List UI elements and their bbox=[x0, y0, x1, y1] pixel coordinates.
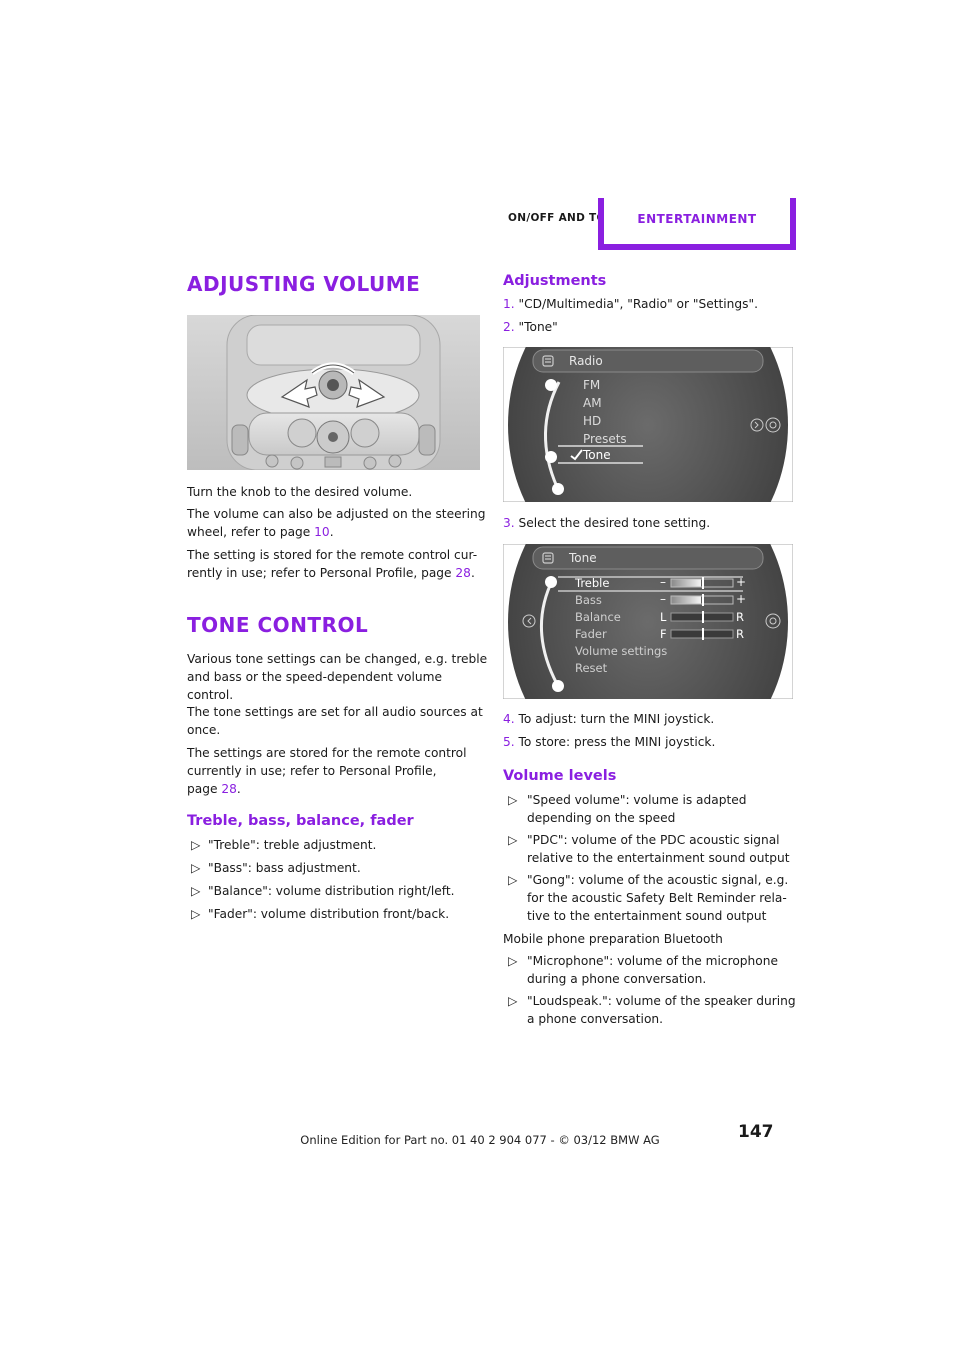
text-steering-line1: The volume can also be adjusted on the s… bbox=[187, 507, 486, 521]
text-settings-line1: The settings are stored for the remote c… bbox=[187, 746, 467, 760]
radio-menu-icon bbox=[542, 355, 554, 367]
tone-title: Tone bbox=[569, 551, 597, 565]
link-page-28[interactable]: 28 bbox=[455, 566, 471, 580]
tone-item-fader[interactable]: Fader bbox=[575, 627, 607, 641]
radio-title: Radio bbox=[569, 354, 603, 368]
header-section-label: On/Off and tone bbox=[508, 212, 623, 224]
step-4: 4. To adjust: turn the MINI joystick. bbox=[503, 712, 715, 726]
text-turn-knob: Turn the knob to the desired volume. bbox=[187, 485, 413, 499]
tone-item-balance[interactable]: Balance bbox=[575, 610, 621, 624]
heading-volume-levels: Volume levels bbox=[503, 768, 617, 784]
text-various-line2: and bass or the speed-dependent volume bbox=[187, 670, 442, 684]
text-stored-line2: rently in use; refer to Personal Profile… bbox=[187, 566, 475, 580]
step-3: 3. Select the desired tone setting. bbox=[503, 516, 711, 530]
list-item-gong: ▷"Gong": volume of the acoustic signal, … bbox=[508, 873, 789, 923]
text-mobile-phone: Mobile phone preparation Bluetooth bbox=[503, 932, 723, 946]
text-stored-line2-body: rently in use; refer to Personal Profile… bbox=[187, 566, 456, 580]
step-5: 5. To store: press the MINI joystick. bbox=[503, 735, 716, 749]
heading-tone-control: Tone control bbox=[187, 613, 369, 637]
radio-item-hd[interactable]: HD bbox=[583, 414, 602, 428]
list-item-loudspeaker: ▷"Loudspeak.": volume of the speaker dur… bbox=[508, 994, 796, 1026]
text-settings-line3-body: page bbox=[187, 782, 222, 796]
link-page-10[interactable]: 10 bbox=[314, 525, 330, 539]
header-chapter-label: Entertainment bbox=[637, 212, 757, 226]
text-steering-line2: wheel, refer to page 10. bbox=[187, 525, 334, 539]
list-item-pdc: ▷"PDC": volume of the PDC acoustic signa… bbox=[508, 833, 790, 865]
bass-plus[interactable]: + bbox=[736, 592, 747, 606]
treble-plus[interactable]: + bbox=[736, 575, 747, 589]
screen-tone-menu: Tone Treble Bass Balance Fader Volume se… bbox=[502, 462, 794, 782]
fader-rear-label: R bbox=[736, 627, 744, 641]
radio-item-tone[interactable]: Tone bbox=[583, 448, 611, 462]
text-various-line1: Various tone settings can be changed, e.… bbox=[187, 652, 488, 666]
heading-adjusting-volume: Adjusting volume bbox=[187, 272, 421, 296]
step-1: 1. "CD/Multimedia", "Radio" or "Settings… bbox=[503, 297, 758, 311]
balance-right-label: R bbox=[736, 610, 744, 624]
text-various-line3: control. bbox=[187, 688, 234, 702]
treble-minus[interactable]: – bbox=[660, 575, 666, 589]
text-settings-line3: page 28. bbox=[187, 782, 241, 796]
header-chapter-tab: Entertainment bbox=[598, 198, 796, 250]
link-page-28-b[interactable]: 28 bbox=[221, 782, 237, 796]
bass-minus[interactable]: – bbox=[660, 592, 666, 606]
radio-item-presets[interactable]: Presets bbox=[583, 432, 627, 446]
balance-left-label: L bbox=[660, 610, 667, 624]
page-number: 147 bbox=[738, 1122, 774, 1142]
screen-radio-menu: Radio FM AM HD Presets Tone bbox=[502, 265, 794, 585]
text-stored-line1: The setting is stored for the remote con… bbox=[187, 548, 478, 562]
radio-item-fm[interactable]: FM bbox=[583, 378, 601, 392]
tone-menu-icon bbox=[542, 552, 554, 564]
fader-front-label: F bbox=[660, 627, 667, 641]
radio-item-am[interactable]: AM bbox=[583, 396, 602, 410]
heading-treble-bass: Treble, bass, balance, fader bbox=[187, 813, 414, 829]
tone-item-bass[interactable]: Bass bbox=[575, 593, 602, 607]
volume-knob-photo bbox=[187, 314, 480, 471]
step-2: 2. "Tone" bbox=[503, 320, 558, 334]
text-various-line4: The tone settings are set for all audio … bbox=[187, 705, 483, 719]
tone-item-reset[interactable]: Reset bbox=[575, 661, 608, 675]
heading-adjustments: Adjustments bbox=[503, 273, 607, 289]
footer-edition: Online Edition for Part no. 01 40 2 904 … bbox=[300, 1133, 660, 1147]
tone-item-volume-settings[interactable]: Volume settings bbox=[575, 644, 668, 658]
text-settings-line2: currently in use; refer to Personal Prof… bbox=[187, 764, 437, 778]
tone-item-treble[interactable]: Treble bbox=[575, 576, 610, 590]
text-steering-line2-body: wheel, refer to page bbox=[187, 525, 315, 539]
text-various-line5: once. bbox=[187, 723, 221, 737]
